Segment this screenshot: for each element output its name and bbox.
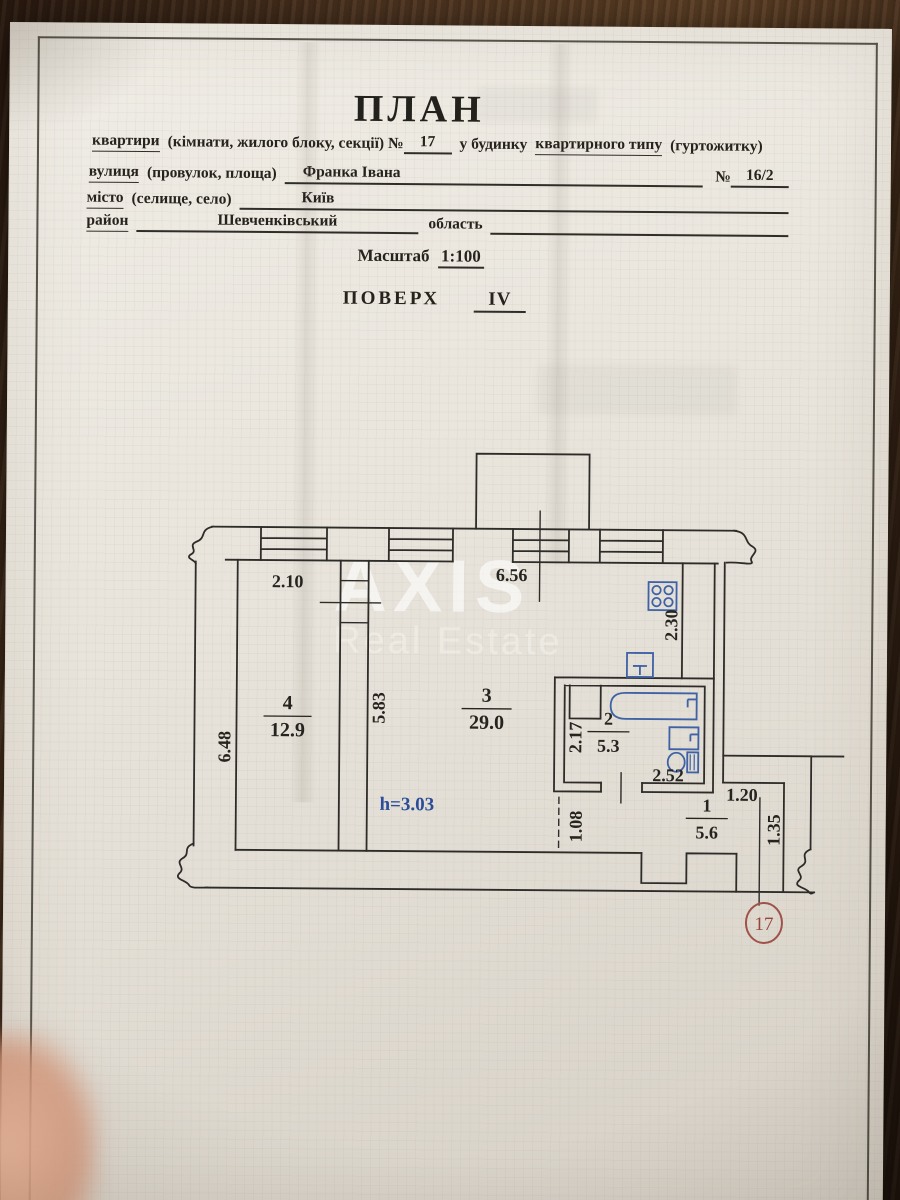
wall-lines	[177, 452, 847, 906]
apartment-badge: 17	[744, 901, 783, 944]
bathtub-icon	[609, 691, 698, 721]
room1-area: 5.6	[695, 822, 718, 842]
kitchen-wall	[680, 562, 684, 680]
vent-shaft	[568, 684, 602, 720]
document-content: ПЛАН квартири (кімнати, жилого блоку, се…	[0, 22, 892, 1200]
floor-label: ПОВЕРХ	[342, 287, 441, 310]
dim-room3-width: 6.56	[496, 565, 528, 585]
label-street: вулиця	[88, 160, 140, 184]
label-rooms-block: (кімнати, жилого блоку, секції) №	[167, 133, 404, 153]
room4-number: 4	[283, 692, 293, 714]
label-lane: (провулок, площа)	[146, 164, 277, 183]
dim-room4-height: 6.48	[214, 731, 234, 763]
room3-number: 3	[482, 685, 492, 707]
room2-area: 5.3	[597, 736, 620, 756]
apartment-badge-number: 17	[754, 914, 773, 935]
window-icon	[387, 527, 454, 563]
label-village: (селище, село)	[131, 189, 232, 208]
label-building-type: квартирного типу	[535, 133, 663, 157]
label-apartment: квартири	[91, 129, 160, 153]
label-dormitory: (гуртожитку)	[670, 137, 763, 155]
floor-row: ПОВЕРХ IV	[342, 287, 526, 314]
bathroom-walls	[553, 676, 715, 794]
window-icon	[598, 528, 664, 565]
label-district: район	[86, 209, 129, 232]
label-city: місто	[86, 186, 124, 209]
floor-plan-drawing: 2.10 6.48 5.83 6.56 2.30 2.17 2.52 1.20 …	[177, 452, 847, 944]
apartment-number-field: 17	[403, 131, 452, 155]
badge-leader-line	[758, 797, 761, 906]
bath-sink-icon	[668, 726, 700, 751]
house-number-field: 16/2	[730, 164, 789, 189]
kitchen-sink-icon	[625, 651, 654, 678]
finger-artifact	[0, 1030, 100, 1200]
stove-icon	[647, 581, 678, 612]
fixtures	[609, 581, 700, 774]
dim-hall-right: 1.35	[764, 814, 784, 846]
dim-hall-step: 1.20	[726, 785, 758, 805]
label-oblast: область	[428, 215, 483, 233]
label-in-building: у будинку	[459, 135, 528, 154]
dim-kitchen-depth: 2.30	[661, 609, 681, 641]
duct-shaft-hatch	[319, 579, 382, 624]
room2-number: 2	[604, 709, 613, 729]
scale-label: Масштаб	[357, 245, 430, 266]
room1-number: 1	[702, 795, 711, 815]
toilet-icon	[666, 751, 700, 774]
dim-bath-width: 2.52	[652, 765, 684, 785]
number-sign: №	[715, 168, 731, 186]
window-icon	[511, 528, 570, 564]
dimension-extension-line	[538, 510, 541, 602]
ceiling-height-note: h=3.03	[379, 794, 434, 815]
document-title: ПЛАН	[353, 87, 485, 131]
paper-sheet: ПЛАН квартири (кімнати, жилого блоку, се…	[0, 22, 892, 1200]
fraction-lines	[263, 707, 728, 820]
room3-area: 29.0	[469, 712, 504, 734]
scale-value: 1:100	[438, 246, 484, 269]
room4-area: 12.9	[270, 719, 305, 741]
dim-room3-height: 5.83	[369, 692, 389, 724]
dim-room4-width: 2.10	[272, 571, 304, 591]
window-icon	[259, 526, 328, 562]
floor-value: IV	[473, 288, 526, 314]
room-labels: 4 12.9 3 29.0 2 5.3 1 5.6	[270, 685, 718, 843]
dim-hall-left: 1.08	[566, 811, 586, 843]
dim-bath-height: 2.17	[565, 722, 585, 754]
street-value-field: Франка Івана	[284, 161, 704, 188]
balcony-outline	[475, 452, 591, 531]
district-value-field: Шевченківський	[136, 208, 419, 235]
wall-break-symbols	[177, 525, 816, 895]
